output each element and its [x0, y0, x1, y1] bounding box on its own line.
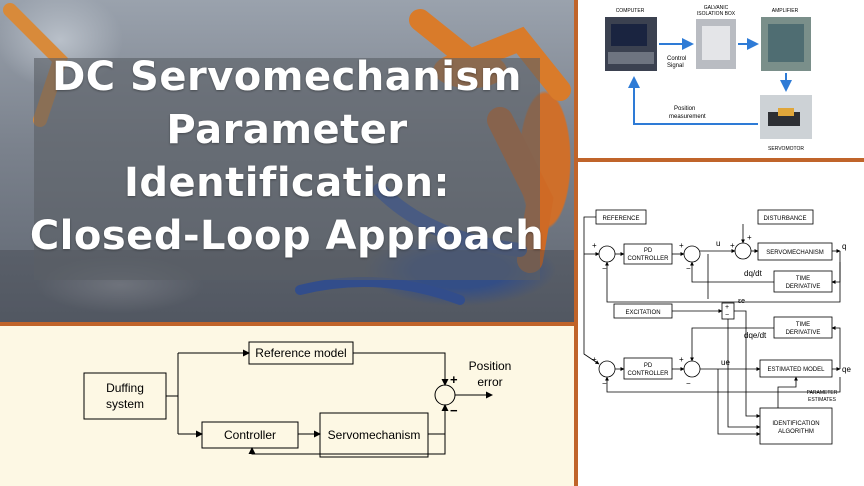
- ue-label: ue: [721, 358, 730, 367]
- computer-label: COMPUTER: [616, 8, 645, 14]
- duffing-system-block: [83, 372, 167, 420]
- time-derivative-bottom-label-2: DERIVATIVE: [786, 330, 821, 336]
- sum-junction-3: [734, 242, 752, 260]
- duffing-system-label-1: Duffing: [106, 381, 144, 395]
- minus-sign: −: [686, 379, 691, 388]
- identification-algorithm-label-2: ALGORITHM: [778, 429, 814, 435]
- time-derivative-bottom-label-1: TIME: [796, 322, 810, 328]
- position-measurement-label-2: measurement: [669, 114, 706, 120]
- servomechanism-label: Servomechanism: [328, 428, 421, 442]
- minus-sign: −: [450, 403, 458, 418]
- reference-model-block-svg: Duffing system Reference model Controlle…: [83, 341, 512, 458]
- dq-dt-label: dq/dt: [744, 269, 763, 278]
- controller-label: Controller: [224, 428, 276, 442]
- dqe-dt-label: dqe/dt: [744, 331, 767, 340]
- control-signal-label-2: Signal: [667, 63, 684, 69]
- plus-sign: +: [730, 241, 735, 250]
- identification-algorithm-label-1: IDENTIFICATION: [772, 421, 819, 427]
- minus-sign: −: [725, 312, 729, 319]
- disturbance-block: [757, 209, 814, 225]
- pd-controller-bottom-label-1: PD: [644, 363, 653, 369]
- servomechanism-label: SERVOMECHANISM: [766, 250, 824, 256]
- control-signal-label-1: Control: [667, 56, 686, 62]
- time-derivative-top-label-2: DERIVATIVE: [786, 284, 821, 290]
- isolation-box-label-2: ISOLATION BOX: [697, 11, 736, 17]
- minus-sign: −: [602, 379, 607, 388]
- plus-sign: +: [592, 241, 597, 250]
- plus-sign: +: [450, 372, 458, 387]
- title-line-4: Closed-Loop Approach: [29, 213, 545, 259]
- isolation-box-label-1: GALVANIC: [704, 5, 729, 11]
- plus-sign: +: [747, 233, 752, 242]
- position-error-label-2: error: [477, 375, 502, 389]
- time-derivative-top-label-1: TIME: [796, 276, 810, 282]
- pd-controller-top-label-1: PD: [644, 248, 653, 254]
- closed-loop-identification-diagram: REFERENCE PD CONTROLLER DISTURBANCE SERV…: [578, 162, 864, 486]
- plus-sign: +: [725, 304, 729, 311]
- sum-junction-4: [598, 360, 616, 378]
- title-backdrop: [34, 58, 540, 280]
- position-error-junction: [434, 384, 456, 406]
- pd-controller-bottom-label-2: CONTROLLER: [627, 371, 669, 377]
- hardware-setup-svg: COMPUTER GALVANIC ISOLATION BOX AMPLIFIE…: [605, 5, 812, 152]
- plus-sign: +: [679, 241, 684, 250]
- estimated-model-label: ESTIMATED MODEL: [768, 367, 826, 373]
- plus-sign: +: [679, 355, 684, 364]
- pd-controller-top-label-2: CONTROLLER: [627, 256, 669, 262]
- hardware-setup-diagram: COMPUTER GALVANIC ISOLATION BOX AMPLIFIE…: [578, 0, 864, 158]
- minus-sign: −: [686, 264, 691, 273]
- disturbance-label: DISTURBANCE: [763, 216, 806, 222]
- title-line-2: Parameter: [166, 107, 408, 153]
- plus-sign: +: [592, 355, 597, 364]
- qe-label: qe: [842, 365, 851, 374]
- position-measurement-label-1: Position: [674, 106, 695, 112]
- reference-model-label: Reference model: [255, 346, 346, 360]
- duffing-system-label-2: system: [106, 397, 144, 411]
- hero-photo-panel: DC Servomechanism Parameter Identificati…: [0, 0, 574, 322]
- q-label: q: [842, 242, 846, 251]
- sum-junction-5: [683, 360, 701, 378]
- closed-loop-identification-svg: REFERENCE PD CONTROLLER DISTURBANCE SERV…: [583, 209, 851, 445]
- u-label: u: [716, 239, 720, 248]
- title-line-3: Identification:: [123, 160, 451, 206]
- parameter-estimates-label-1: PARAMETER: [807, 390, 838, 396]
- sum-junction-1: [598, 245, 616, 263]
- amplifier-label: AMPLIFIER: [772, 8, 799, 14]
- parameter-estimates-label-2: ESTIMATES: [808, 397, 837, 403]
- title-line-1: DC Servomechanism: [52, 54, 522, 100]
- reference-label: REFERENCE: [602, 216, 639, 222]
- sum-junction-2: [683, 245, 701, 263]
- position-error-label-1: Position: [469, 359, 512, 373]
- reference-model-block-diagram: Duffing system Reference model Controlle…: [0, 326, 574, 486]
- servomotor-label: SERVOMOTOR: [768, 146, 804, 152]
- epsilon-e-label: εe: [738, 298, 745, 305]
- minus-sign: −: [602, 264, 607, 273]
- excitation-label: EXCITATION: [625, 310, 660, 316]
